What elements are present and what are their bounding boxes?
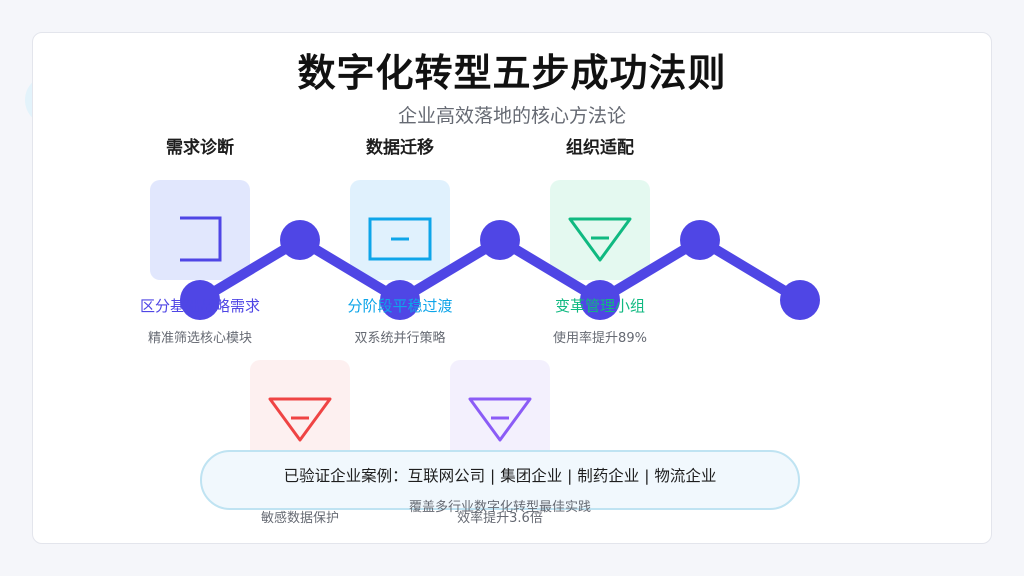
step-2-label: 分阶段平稳过渡 (347, 297, 453, 315)
connector-node (180, 280, 220, 320)
step-3-icon-tile (550, 180, 650, 280)
page-title: 数字化转型五步成功法则 (297, 51, 727, 95)
step-3-title: 组织适配 (566, 138, 634, 158)
step-2-icon-tile (350, 180, 450, 280)
step-2-description: 双系统并行策略 (354, 331, 446, 346)
page-subtitle: 企业高效落地的核心方法论 (397, 105, 626, 127)
step-3-label: 变革管理小组 (554, 297, 645, 315)
triangle-icon (568, 217, 632, 262)
step-1-icon-tile (150, 180, 250, 280)
connector-node (580, 280, 620, 320)
step-5-icon-tile (450, 360, 550, 460)
step-1-label: 区分基础战略需求 (139, 297, 260, 315)
case-banner-text: 已验证企业案例：互联网公司 | 集团企业 | 制药企业 | 物流企业 (283, 467, 717, 485)
bracket-icon (180, 216, 222, 262)
connector-node (380, 280, 420, 320)
minus-box-icon (368, 217, 432, 261)
step-1-description: 精准筛选核心模块 (147, 331, 252, 346)
connector-node (280, 220, 320, 260)
connector-node (780, 280, 820, 320)
triangle-icon (268, 397, 332, 442)
connector-node (480, 220, 520, 260)
case-banner (200, 450, 800, 510)
step-4-icon-tile (250, 360, 350, 460)
triangle-icon (468, 397, 532, 442)
case-banner-subtext: 覆盖多行业数字化转型最佳实践 (408, 500, 591, 515)
step-2-title: 数据迁移 (366, 138, 434, 158)
step-5-description: 效率提升3.6倍 (457, 511, 543, 526)
connector-node (680, 220, 720, 260)
step-1-title: 需求诊断 (166, 138, 234, 158)
step-3-description: 使用率提升89% (553, 331, 647, 346)
step-4-description: 敏感数据保护 (260, 511, 339, 526)
